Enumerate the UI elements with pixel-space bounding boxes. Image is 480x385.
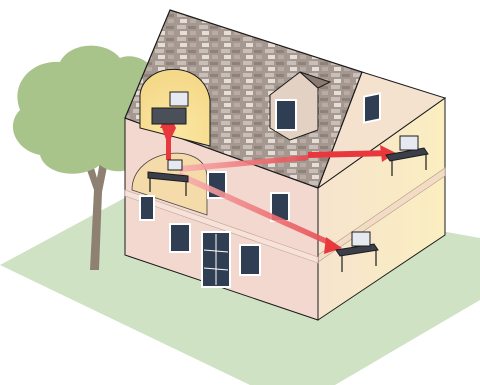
gable-window	[364, 93, 380, 122]
signal-arrow-icon	[166, 130, 171, 160]
window	[240, 245, 260, 275]
window	[140, 196, 154, 220]
dormer-window	[276, 100, 296, 130]
window	[170, 224, 190, 252]
